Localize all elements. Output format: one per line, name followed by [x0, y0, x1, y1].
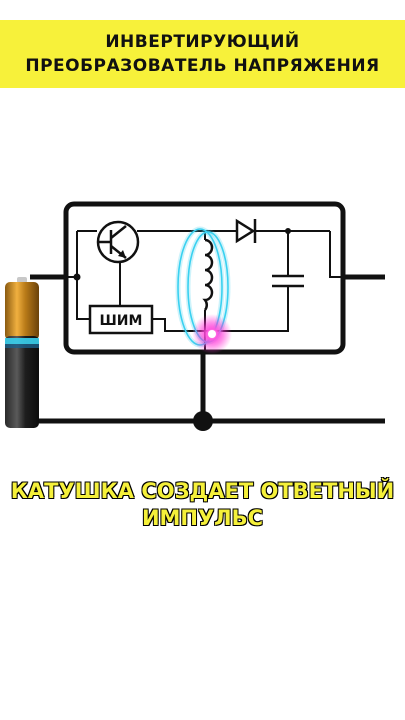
left-junction — [73, 273, 81, 281]
caption: КАТУШКА СОЗДАЕТ ОТВЕТНЫЙ ИМПУЛЬС — [0, 478, 405, 532]
title-line-1: ИНВЕРТИРУЮЩИЙ — [105, 32, 300, 52]
title-line-2: ПРЕОБРАЗОВАТЕЛЬ НАПРЯЖЕНИЯ — [25, 56, 380, 76]
pwm-block — [88, 304, 154, 335]
coil-inductor — [202, 238, 214, 311]
inner-left-lower-wire — [76, 277, 90, 320]
pulse-spark-core — [208, 330, 216, 338]
right-output-wire — [329, 231, 343, 278]
transistor — [96, 220, 140, 264]
ground-junction — [193, 411, 213, 431]
caption-line-2: ИМПУЛЬС — [141, 505, 264, 530]
capacitor — [272, 274, 304, 288]
capacitor-bottom-wire — [205, 286, 289, 332]
diode-junction — [285, 228, 291, 234]
pwm-label: ШИМ — [100, 313, 143, 329]
title-banner: ИНВЕРТИРУЮЩИЙ ПРЕОБРАЗОВАТЕЛЬ НАПРЯЖЕНИЯ — [0, 20, 405, 88]
diode — [235, 218, 257, 244]
caption-line-1: КАТУШКА СОЗДАЕТ ОТВЕТНЫЙ — [10, 478, 395, 503]
battery — [5, 277, 39, 428]
